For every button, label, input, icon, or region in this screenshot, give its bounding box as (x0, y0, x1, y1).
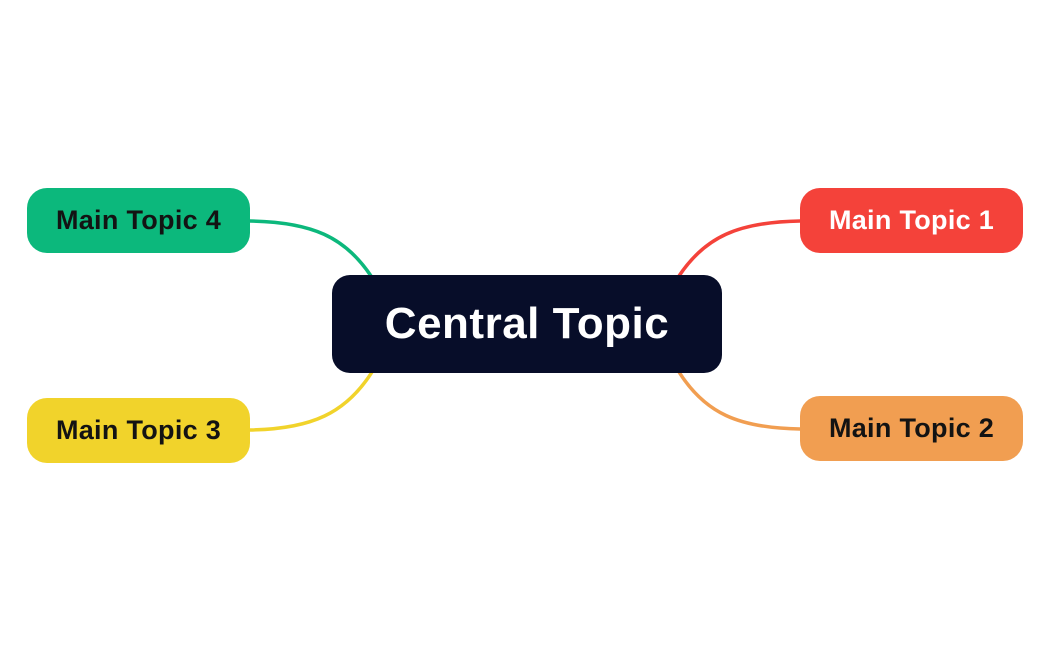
connector-main-topic-2[interactable] (677, 370, 802, 431)
connector-main-topic-1[interactable] (677, 219, 802, 278)
main-topic-1-node[interactable]: Main Topic 1 (800, 188, 1023, 253)
main-topic-2-label: Main Topic 2 (828, 413, 995, 443)
main-topic-4-node[interactable]: Main Topic 4 (27, 188, 250, 253)
connector-main-topic-3[interactable] (248, 370, 374, 432)
central-topic-node[interactable]: Central Topic (332, 275, 722, 373)
main-topic-3-node[interactable]: Main Topic 3 (27, 398, 250, 463)
main-topic-1-label: Main Topic 1 (828, 205, 995, 235)
central-topic-label: Central Topic (384, 299, 670, 348)
main-topic-2-node[interactable]: Main Topic 2 (800, 396, 1023, 461)
connector-main-topic-4[interactable] (248, 219, 373, 278)
main-topic-3-label: Main Topic 3 (55, 415, 222, 445)
main-topic-4-label: Main Topic 4 (55, 205, 222, 235)
